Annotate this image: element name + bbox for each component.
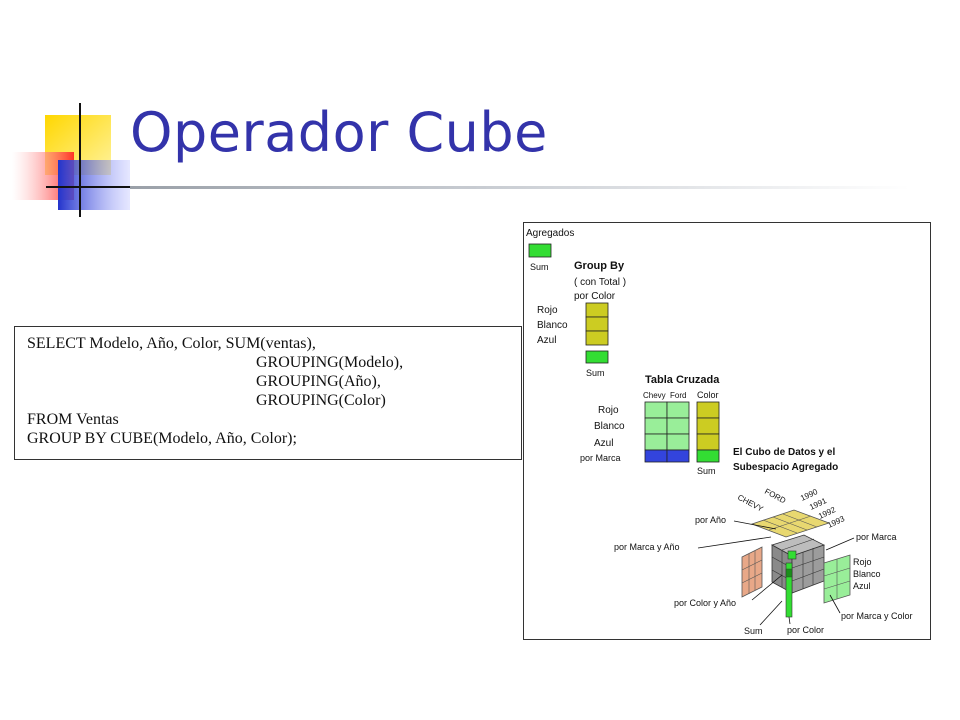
cube-color-bar	[785, 562, 793, 618]
col-ford-label: Ford	[670, 391, 686, 400]
cube-left-face	[741, 546, 763, 598]
cube-right-face	[823, 554, 851, 604]
color-label-blanco: Blanco	[594, 421, 625, 432]
agregados-sum-cell	[528, 243, 552, 258]
sum-label: Sum	[530, 262, 549, 272]
agregados-label: Agregados	[526, 228, 574, 239]
title-divider	[130, 186, 910, 189]
cube-diagram-svg: Agregados Sum Group By ( con Total ) por…	[526, 228, 913, 636]
sql-line: GROUPING(Color)	[256, 392, 386, 409]
cubo-caption-line2: Subespacio Agregado	[733, 462, 838, 473]
color-label-rojo: Rojo	[853, 557, 872, 567]
color-label-rojo: Rojo	[598, 405, 619, 416]
cube-diagram: Agregados Sum Group By ( con Total ) por…	[523, 222, 931, 640]
por-marca-cube-label: por Marca	[856, 532, 897, 542]
sql-code-box: SELECT Modelo, Año, Color, SUM(ventas), …	[14, 326, 522, 460]
axis-chevy-label: CHEVY	[736, 493, 765, 514]
sql-line: GROUPING(Modelo),	[256, 354, 404, 371]
sum-label: Sum	[586, 368, 605, 378]
por-color-y-anio-label: por Color y Año	[674, 598, 736, 608]
groupby-cell	[585, 316, 609, 332]
slide-title: Operador Cube	[130, 101, 548, 164]
pointer-line	[825, 537, 855, 551]
por-color-label: por Color	[574, 291, 616, 302]
pointer-line	[697, 536, 772, 549]
crosstab-grid	[644, 401, 720, 463]
cube-top-face	[750, 509, 831, 538]
sum-label: Sum	[744, 626, 763, 636]
pointer-line	[829, 594, 841, 614]
por-anio-label: por Año	[695, 515, 726, 525]
groupby-cell	[585, 330, 609, 346]
axis-ford-label: FORD	[763, 487, 787, 506]
sql-line: GROUP BY CUBE(Modelo, Año, Color);	[27, 430, 297, 447]
sql-line: GROUPING(Año),	[256, 373, 381, 390]
sum-label: Sum	[697, 466, 716, 476]
con-total-label: ( con Total )	[574, 277, 626, 288]
color-label-azul: Azul	[594, 438, 613, 449]
color-label-azul: Azul	[537, 335, 556, 346]
por-marca-label: por Marca	[580, 453, 621, 463]
color-label-azul: Azul	[853, 581, 871, 591]
por-marca-y-color-label: por Marca y Color	[841, 611, 913, 621]
cubo-caption-line1: El Cubo de Datos y el	[733, 447, 835, 458]
sql-line: SELECT Modelo, Año, Color, SUM(ventas),	[27, 335, 316, 352]
pointer-line	[759, 600, 783, 626]
pointer-line	[788, 616, 791, 625]
color-label-blanco: Blanco	[853, 569, 881, 579]
logo-squares-icon	[12, 103, 140, 217]
col-chevy-label: Chevy	[643, 391, 666, 400]
color-label-blanco: Blanco	[537, 320, 568, 331]
por-marca-y-anio-label: por Marca y Año	[614, 542, 680, 552]
col-color-label: Color	[697, 390, 719, 400]
sql-line: FROM Ventas	[27, 411, 119, 428]
groupby-sum-cell	[585, 350, 609, 364]
group-by-title: Group By	[574, 260, 625, 272]
por-color-cube-label: por Color	[787, 625, 824, 635]
groupby-cell	[585, 302, 609, 318]
data-cube	[770, 534, 826, 594]
pointer-line	[751, 574, 783, 601]
color-label-rojo: Rojo	[537, 305, 558, 316]
tabla-cruzada-title: Tabla Cruzada	[645, 374, 720, 386]
pointer-line	[733, 520, 777, 530]
